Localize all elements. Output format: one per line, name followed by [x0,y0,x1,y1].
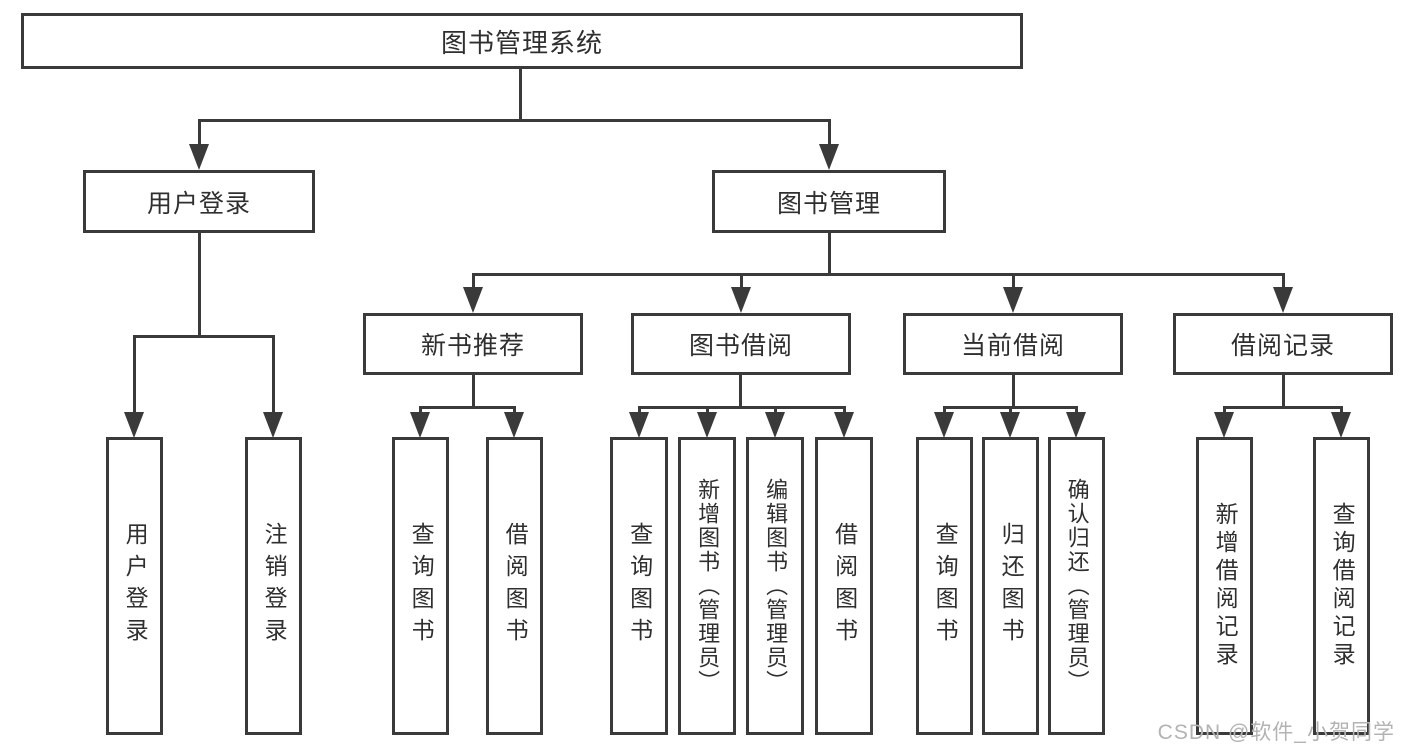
leaf-query-books-current: 查询图书 [916,437,973,735]
connector-leaf-drop [1223,406,1226,416]
arrow-down-icon [834,412,854,438]
node-user-login: 用户登录 [83,170,315,233]
leaf-label: 新增图书（管理员） [695,478,721,694]
arrow-down-icon [765,412,785,438]
leaf-logout: 注销登录 [245,437,302,735]
connector-user-login-drop [198,119,201,147]
arrow-down-icon [731,287,751,313]
leaf-add-borrow-record: 新增借阅记录 [1196,437,1253,735]
arrow-down-icon [629,412,649,438]
leaf-query-books-borrowing: 查询图书 [610,437,668,735]
arrow-down-icon [410,412,430,438]
leaf-add-book-admin: 新增图书（管理员） [678,437,736,735]
arrow-down-icon [1273,287,1293,313]
connector-root-stem [519,69,522,122]
connector-user-login-stem [198,233,201,338]
leaf-label: 查询图书 [932,522,959,650]
connector-level3-drop [472,273,475,291]
connector-level3-drop [740,273,743,291]
leaf-label: 归还图书 [998,522,1025,650]
connector-group-stem [472,375,475,409]
arrow-down-icon [189,144,209,170]
connector-leaf-drop [133,335,136,415]
leaf-label: 借阅图书 [502,522,529,650]
connector-book-mgmt-stem [828,233,831,276]
node-current-borrowing: 当前借阅 [903,313,1123,375]
arrow-down-icon [697,412,717,438]
connector-leaf-drop [706,406,709,416]
connector-level2-rail [198,119,831,122]
leaf-edit-book-admin: 编辑图书（管理员） [746,437,804,735]
connector-user-login-rail [133,335,275,338]
arrow-down-icon [1066,412,1086,438]
connector-leaf-drop [943,406,946,416]
arrow-down-icon [1331,412,1351,438]
connector-group-stem [739,375,742,409]
node-book-borrowing: 图书借阅 [631,313,851,375]
connector-leaf-drop [1340,406,1343,416]
connector-group-stem [1012,375,1015,409]
leaf-label: 借阅图书 [831,522,858,650]
leaf-confirm-return-admin: 确认归还（管理员） [1048,437,1105,735]
connector-book-mgmt-drop [828,119,831,147]
node-new-book-recommend: 新书推荐 [363,313,583,375]
arrow-down-icon [819,144,839,170]
connector-level3-drop [1282,273,1285,291]
arrow-down-icon [1003,287,1023,313]
node-borrowing-records: 借阅记录 [1173,313,1393,375]
arrow-down-icon [1000,412,1020,438]
connector-leaf-drop [513,406,516,416]
leaf-label: 新增借阅记录 [1212,502,1239,670]
leaf-query-books-recommend: 查询图书 [392,437,449,735]
arrow-down-icon [934,412,954,438]
connector-leaf-drop [272,335,275,415]
connector-leaf-drop [419,406,422,416]
connector-group-rail [419,406,516,409]
leaf-label: 查询图书 [626,522,653,650]
arrow-down-icon [1214,412,1234,438]
leaf-query-borrow-record: 查询借阅记录 [1313,437,1370,735]
connector-level3-rail [472,273,1285,276]
leaf-borrow-books-borrowing: 借阅图书 [815,437,873,735]
connector-leaf-drop [843,406,846,416]
leaf-borrow-books-recommend: 借阅图书 [486,437,543,735]
connector-group-stem [1282,375,1285,409]
leaf-label: 注销登录 [261,522,288,650]
connector-leaf-drop [1075,406,1078,416]
connector-group-rail [1223,406,1343,409]
arrow-down-icon [124,412,144,438]
arrow-down-icon [463,287,483,313]
connector-leaf-drop [1009,406,1012,416]
leaf-label: 查询图书 [408,522,435,650]
leaf-label: 用户登录 [122,522,149,650]
leaf-label: 编辑图书（管理员） [763,478,789,694]
node-library-system: 图书管理系统 [21,13,1023,69]
leaf-user-login: 用户登录 [106,437,163,735]
arrow-down-icon [504,412,524,438]
leaf-label: 查询借阅记录 [1329,502,1356,670]
leaf-label: 确认归还（管理员） [1064,478,1090,694]
arrow-down-icon [263,412,283,438]
connector-group-rail [638,406,846,409]
leaf-return-book: 归还图书 [982,437,1039,735]
connector-leaf-drop [774,406,777,416]
node-book-management: 图书管理 [712,170,946,233]
csdn-watermark: CSDN @软件_小贺同学 [1157,721,1395,744]
connector-leaf-drop [638,406,641,416]
connector-level3-drop [1012,273,1015,291]
